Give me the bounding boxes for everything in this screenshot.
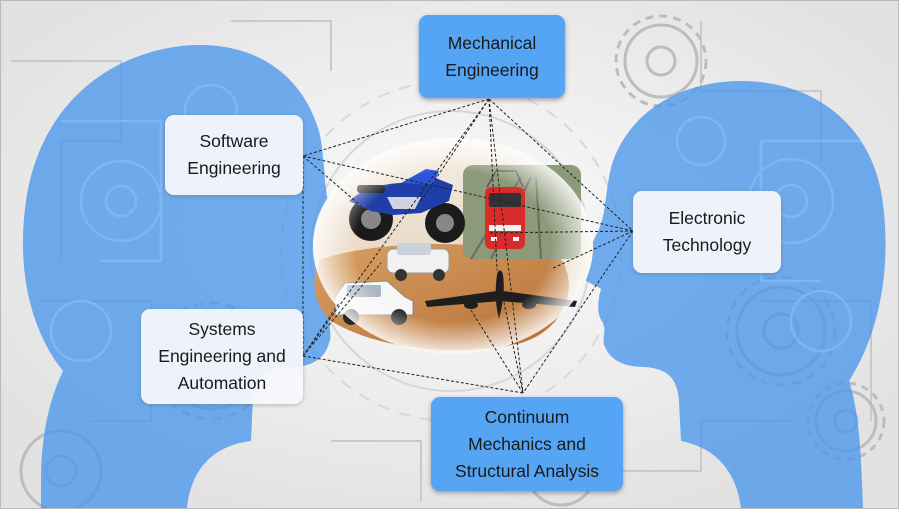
vehicle-collage [313,138,593,354]
node-label: Continuum Mechanics and Structural Analy… [455,406,599,481]
node-label: Systems Engineering and Automation [158,319,286,393]
node-systems-engineering-automation: Systems Engineering and Automation [141,309,303,404]
connector-lines [302,98,634,394]
node-continuum-mechanics: Continuum Mechanics and Structural Analy… [431,397,623,491]
node-electronic-technology: Electronic Technology [633,191,781,273]
node-mechanical-engineering: Mechanical Engineering [419,15,565,98]
right-head-silhouette [580,81,886,508]
node-label: Electronic Technology [662,208,752,255]
node-label: Software Engineering [187,131,281,178]
node-software-engineering: Software Engineering [165,115,303,195]
node-label: Mechanical Engineering [445,32,539,80]
